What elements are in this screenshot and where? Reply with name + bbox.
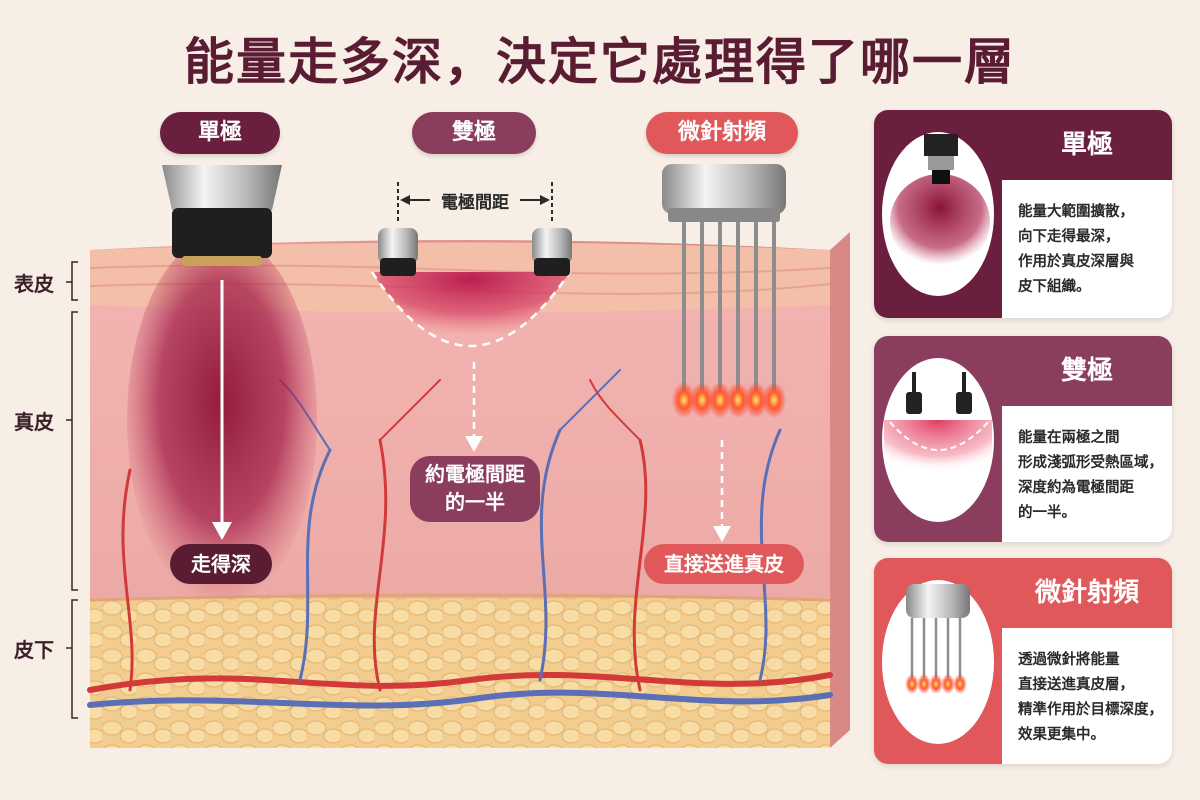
electrode-gap-marker (397, 182, 553, 222)
page-title: 能量走多深，決定它處理得了哪一層 (184, 32, 1016, 91)
bipolar-electrodes-icon (378, 228, 572, 276)
card-microneedle-side (874, 558, 1002, 764)
annotation-bipolar-depth-line2: 的一半 (445, 490, 505, 514)
device-label-microneedle: 微針射頻 (646, 112, 798, 154)
needle-tip-glow (690, 382, 714, 418)
card-mono-text: 能量大範圍擴散， 向下走得最深， 作用於真皮深層與 皮下組織。 (1018, 204, 1134, 295)
layer-label-dermis: 真皮 (14, 410, 54, 434)
card-mono-title: 單極 (1002, 110, 1172, 180)
mono-device-icon (162, 165, 282, 266)
needle-tip-glow (726, 382, 750, 418)
needle-tip-glow (744, 382, 768, 418)
card-microneedle-text: 透過微針將能量 直接送進真皮層， 精準作用於目標深度， 效果更集中。 (1018, 652, 1163, 743)
bipolar-arc (370, 271, 572, 348)
subcutis-layer (90, 598, 830, 748)
device-label-mono: 單極 (160, 112, 280, 154)
microneedles (672, 222, 786, 418)
device-label-bipolar: 雙極 (412, 112, 536, 154)
layer-label-epidermis: 表皮 (14, 272, 54, 296)
card-mono-side (874, 110, 1002, 318)
needle-tip-glow (762, 382, 786, 418)
layer-bracket (66, 261, 78, 719)
annotation-mono-depth: 走得深 (170, 544, 272, 584)
info-card-bipolar: 雙極 能量在兩極之間 形成淺弧形受熱區域， 深度約為電極間距 的一半。 (874, 336, 1172, 542)
card-bipolar-side (874, 336, 1002, 542)
needle-tip-glow (708, 382, 732, 418)
layer-label-subcutis: 皮下 (14, 638, 54, 662)
card-microneedle-title: 微針射頻 (1002, 558, 1172, 628)
info-card-mono: 單極 能量大範圍擴散， 向下走得最深， 作用於真皮深層與 皮下組織。 (874, 110, 1172, 318)
needle-tip-glow (672, 382, 696, 418)
electrode-gap-label: 電極間距 (441, 193, 509, 213)
card-bipolar-title: 雙極 (1002, 336, 1172, 406)
info-card-microneedle: 微針射頻 透過微針將能量 直接送進真皮層， 精準作用於目標深度， 效果更集中。 (874, 558, 1172, 764)
microneedle-device-icon (662, 164, 786, 222)
annotation-bipolar-depth-line1: 約電極間距 (425, 462, 525, 486)
annotation-bipolar-depth: 約電極間距 的一半 (410, 456, 540, 522)
annotation-micro-depth: 直接送進真皮 (644, 544, 804, 584)
card-bipolar-text: 能量在兩極之間 形成淺弧形受熱區域， 深度約為電極間距 的一半。 (1018, 430, 1163, 521)
